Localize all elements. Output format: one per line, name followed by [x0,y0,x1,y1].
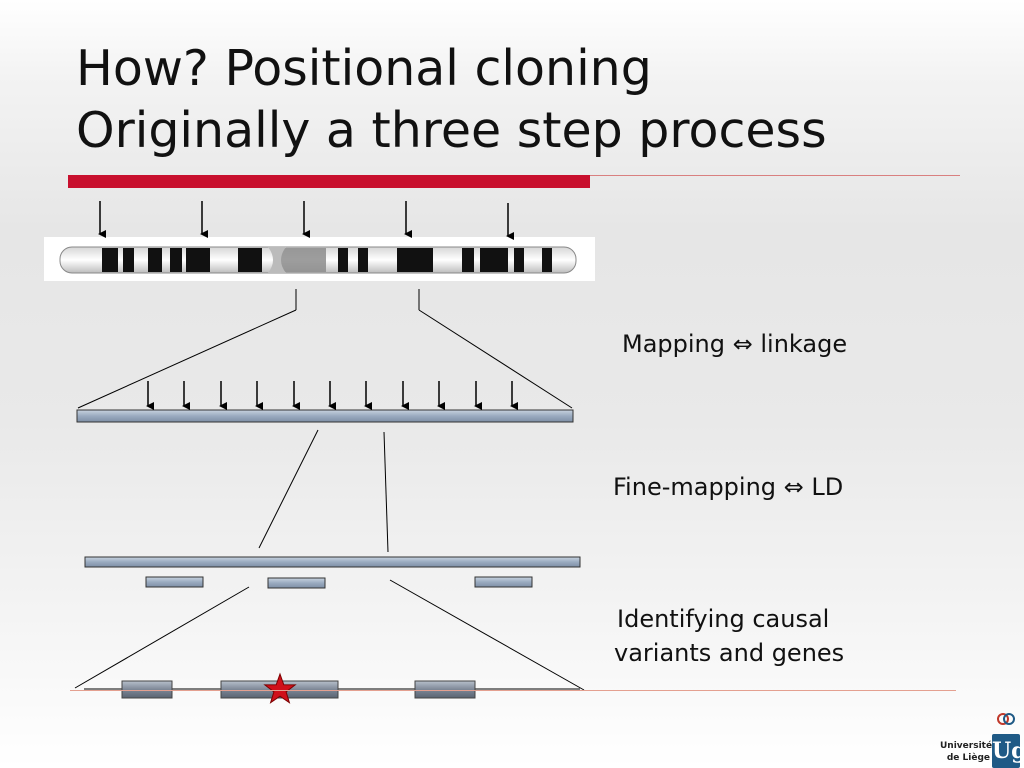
zoom-lines-3 [74,579,585,691]
chromosome-ideogram [44,237,595,281]
chromosome-centromere [276,248,326,272]
step-label-mapping: Mapping ⇔ linkage [622,330,848,358]
slide-title: How? Positional cloning Originally a thr… [76,38,827,162]
linkage-interval-segment [76,409,574,423]
candidate-gene [474,576,533,588]
linkage-markers [98,201,514,240]
slide-title-line2: Originally a three step process [76,102,827,159]
university-logo: Université de Liège Ug [940,706,1024,768]
title-underline-thin-line [590,175,960,176]
chromosome-bands [102,248,552,272]
exon [121,680,173,699]
fine-mapping-markers [146,381,518,410]
university-name-line2: de Liège [946,753,990,763]
step-label-identifying-line1: Identifying causal [617,605,830,633]
exon [414,680,476,699]
university-monogram: Ug [992,734,1024,768]
candidate-gene [267,577,326,589]
causal-variant-star-icon [263,672,297,704]
bottom-divider-line [70,690,956,691]
fine-mapped-segment [84,556,581,568]
candidate-gene [145,576,204,588]
step-label-identifying-line2: variants and genes [614,639,845,667]
chromosome-constriction [268,247,286,273]
giga-logo-mark-icon [997,713,1015,725]
zoom-lines-1 [77,289,573,409]
slide-title-line1: How? Positional cloning [76,40,652,97]
title-underline-red-bar [68,175,590,188]
zoom-lines-2 [258,429,389,553]
university-name-line1: Université [940,741,993,751]
step-label-fine-mapping: Fine-mapping ⇔ LD [613,473,844,501]
candidate-genes [145,576,533,589]
university-name: Université de Liège [940,740,993,764]
